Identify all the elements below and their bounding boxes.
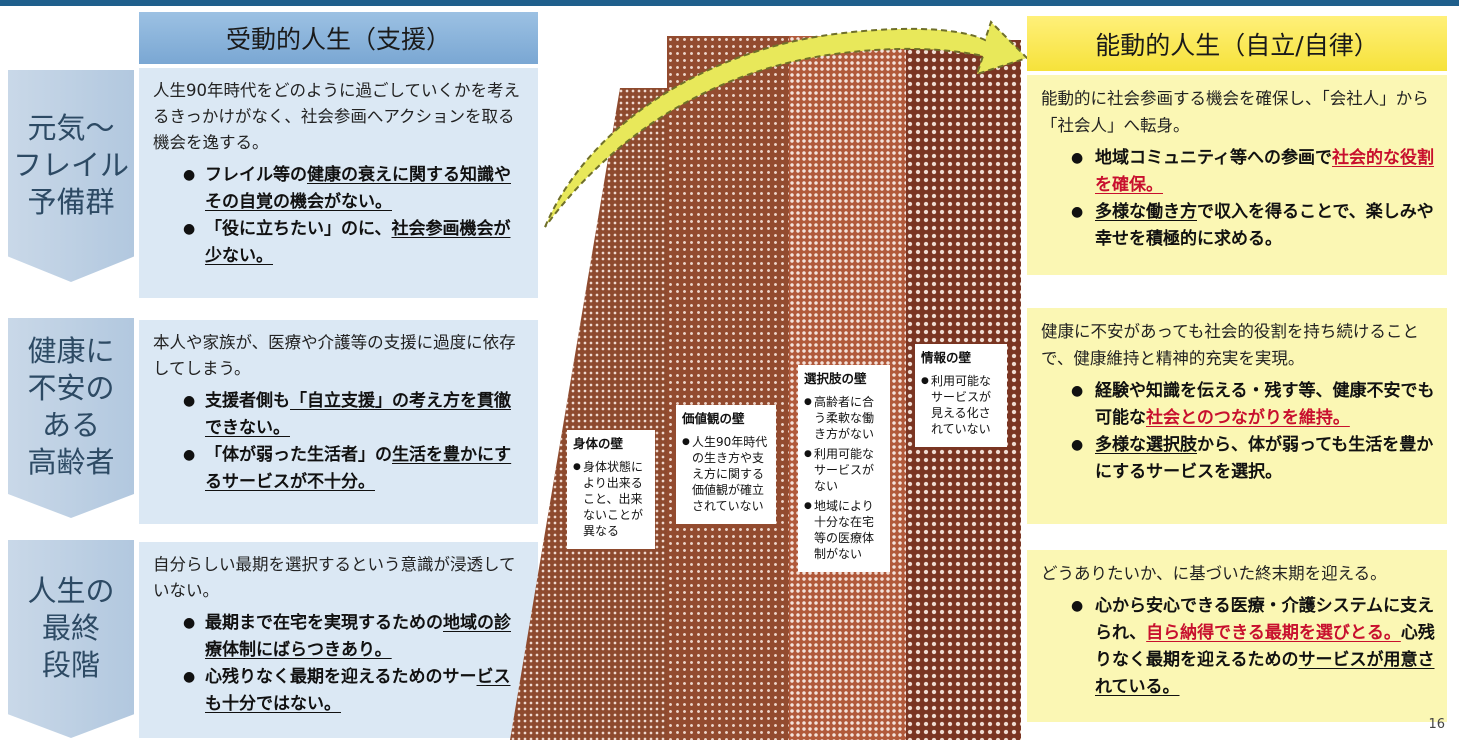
active-section-2: 健康に不安があっても社会的役割を持ち続けることで、健康維持と精神的充実を実現。 … bbox=[1027, 308, 1447, 524]
wall-title: 価値観の壁 bbox=[682, 411, 745, 426]
wall-box-options: 選択肢の壁 高齢者に合う柔軟な働き方がない 利用可能なサービスがない 地域により… bbox=[798, 365, 890, 572]
passive-life-header: 受動的人生（支援） bbox=[139, 12, 538, 64]
wall-item: 身体状態により出来ること、出来ないことが異なる bbox=[573, 459, 650, 539]
passive-section-1: 人生90年時代をどのように過ごしていくかを考えるきっかけがなく、社会参画へアクシ… bbox=[139, 68, 538, 298]
bullet-item: 「体が弱った生活者」の生活を豊かにするサービスが不十分。 bbox=[183, 442, 526, 496]
bullet-item: 心残りなく最期を迎えるためのサービスも十分ではない。 bbox=[183, 664, 526, 718]
passive-section-3: 自分らしい最期を選択するという意識が浸透していない。 最期まで在宅を実現するため… bbox=[139, 542, 538, 738]
bullet-list: 心から安心できる医療・介護システムに支えられ、自ら納得できる最期を選びとる。心残… bbox=[1041, 593, 1435, 701]
wall-item: 利用可能なサービスがない bbox=[804, 446, 885, 494]
section-description: どうありたいか、に基づいた終末期を迎える。 bbox=[1041, 564, 1387, 583]
bullet-list: 経験や知識を伝える・残す等、健康不安でも可能な社会とのつながりを維持。 多様な選… bbox=[1041, 378, 1435, 486]
section-description: 本人や家族が、医療や介護等の支援に過度に依存してしまう。 bbox=[153, 333, 516, 378]
page-number: 16 bbox=[1428, 717, 1445, 732]
category-arrow-kenko: 健康に 不安の ある 高齢者 bbox=[8, 318, 134, 518]
category-label: 人生の 最終 段階 bbox=[27, 573, 115, 682]
bullet-list: 地域コミュニティ等への参画で社会的な役割を確保。 多様な働き方で収入を得ることで… bbox=[1041, 145, 1435, 253]
wall-item: 利用可能なサービスが見える化されていない bbox=[921, 373, 1002, 437]
bullet-item: 経験や知識を伝える・残す等、健康不安でも可能な社会とのつながりを維持。 bbox=[1071, 378, 1435, 432]
bullet-list: 支援者側も「自立支援」の考え方を貫徹できない。 「体が弱った生活者」の生活を豊か… bbox=[153, 388, 526, 496]
bullet-item: フレイル等の健康の衰えに関する知識やその自覚の機会がない。 bbox=[183, 162, 526, 216]
active-section-1: 能動的に社会参画する機会を確保し、「会社人」から「社会人」へ転身。 地域コミュニ… bbox=[1027, 75, 1447, 275]
category-arrow-genki: 元気〜 フレイル 予備群 bbox=[8, 70, 134, 282]
section-description: 人生90年時代をどのように過ごしていくかを考えるきっかけがなく、社会参画へアクシ… bbox=[153, 81, 521, 152]
arrow-body bbox=[544, 20, 1029, 228]
bullet-item: 支援者側も「自立支援」の考え方を貫徹できない。 bbox=[183, 388, 526, 442]
bullet-item: 心から安心できる医療・介護システムに支えられ、自ら納得できる最期を選びとる。心残… bbox=[1071, 593, 1435, 701]
wall-title: 選択肢の壁 bbox=[804, 371, 867, 386]
section-description: 自分らしい最期を選択するという意識が浸透していない。 bbox=[153, 555, 516, 600]
bullet-item: 多様な選択肢から、体が弱っても生活を豊かにするサービスを選択。 bbox=[1071, 432, 1435, 486]
active-life-header: 能動的人生（自立/自律） bbox=[1027, 16, 1447, 71]
category-label: 元気〜 フレイル 予備群 bbox=[12, 110, 129, 219]
section-description: 能動的に社会参画する機会を確保し、「会社人」から「社会人」へ転身。 bbox=[1041, 89, 1429, 135]
bullet-item: 地域コミュニティ等への参画で社会的な役割を確保。 bbox=[1071, 145, 1435, 199]
bullet-item: 「役に立ちたい」のに、社会参画機会が少ない。 bbox=[183, 216, 526, 270]
passive-section-2: 本人や家族が、医療や介護等の支援に過度に依存してしまう。 支援者側も「自立支援」… bbox=[139, 320, 538, 524]
bullet-item: 多様な働き方で収入を得ることで、楽しみや幸せを積極的に求める。 bbox=[1071, 199, 1435, 253]
wall-title: 情報の壁 bbox=[921, 350, 972, 365]
bullet-list: 最期まで在宅を実現するための地域の診療体制にばらつきあり。 心残りなく最期を迎え… bbox=[153, 610, 526, 718]
transition-arrow bbox=[544, 20, 1029, 228]
wall-item: 人生90年時代の生き方や支え方に関する価値観が確立されていない bbox=[682, 434, 771, 514]
wall-item: 地域により十分な在宅等の医療体制がない bbox=[804, 498, 885, 562]
category-label: 健康に 不安の ある 高齢者 bbox=[27, 334, 115, 479]
section-description: 健康に不安があっても社会的役割を持ち続けることで、健康維持と精神的充実を実現。 bbox=[1041, 322, 1419, 368]
wall-title: 身体の壁 bbox=[573, 436, 624, 451]
bullet-item: 最期まで在宅を実現するための地域の診療体制にばらつきあり。 bbox=[183, 610, 526, 664]
wall-box-information: 情報の壁 利用可能なサービスが見える化されていない bbox=[915, 344, 1007, 447]
wall-box-values: 価値観の壁 人生90年時代の生き方や支え方に関する価値観が確立されていない bbox=[676, 405, 776, 524]
bullet-list: フレイル等の健康の衰えに関する知識やその自覚の機会がない。 「役に立ちたい」のに… bbox=[153, 162, 526, 270]
wall-box-physical: 身体の壁 身体状態により出来ること、出来ないことが異なる bbox=[567, 430, 655, 549]
category-arrow-saishu: 人生の 最終 段階 bbox=[8, 540, 134, 738]
active-section-3: どうありたいか、に基づいた終末期を迎える。 心から安心できる医療・介護システムに… bbox=[1027, 550, 1447, 722]
wall-item: 高齢者に合う柔軟な働き方がない bbox=[804, 394, 885, 442]
wall-values bbox=[667, 36, 789, 740]
top-rule bbox=[0, 0, 1459, 6]
